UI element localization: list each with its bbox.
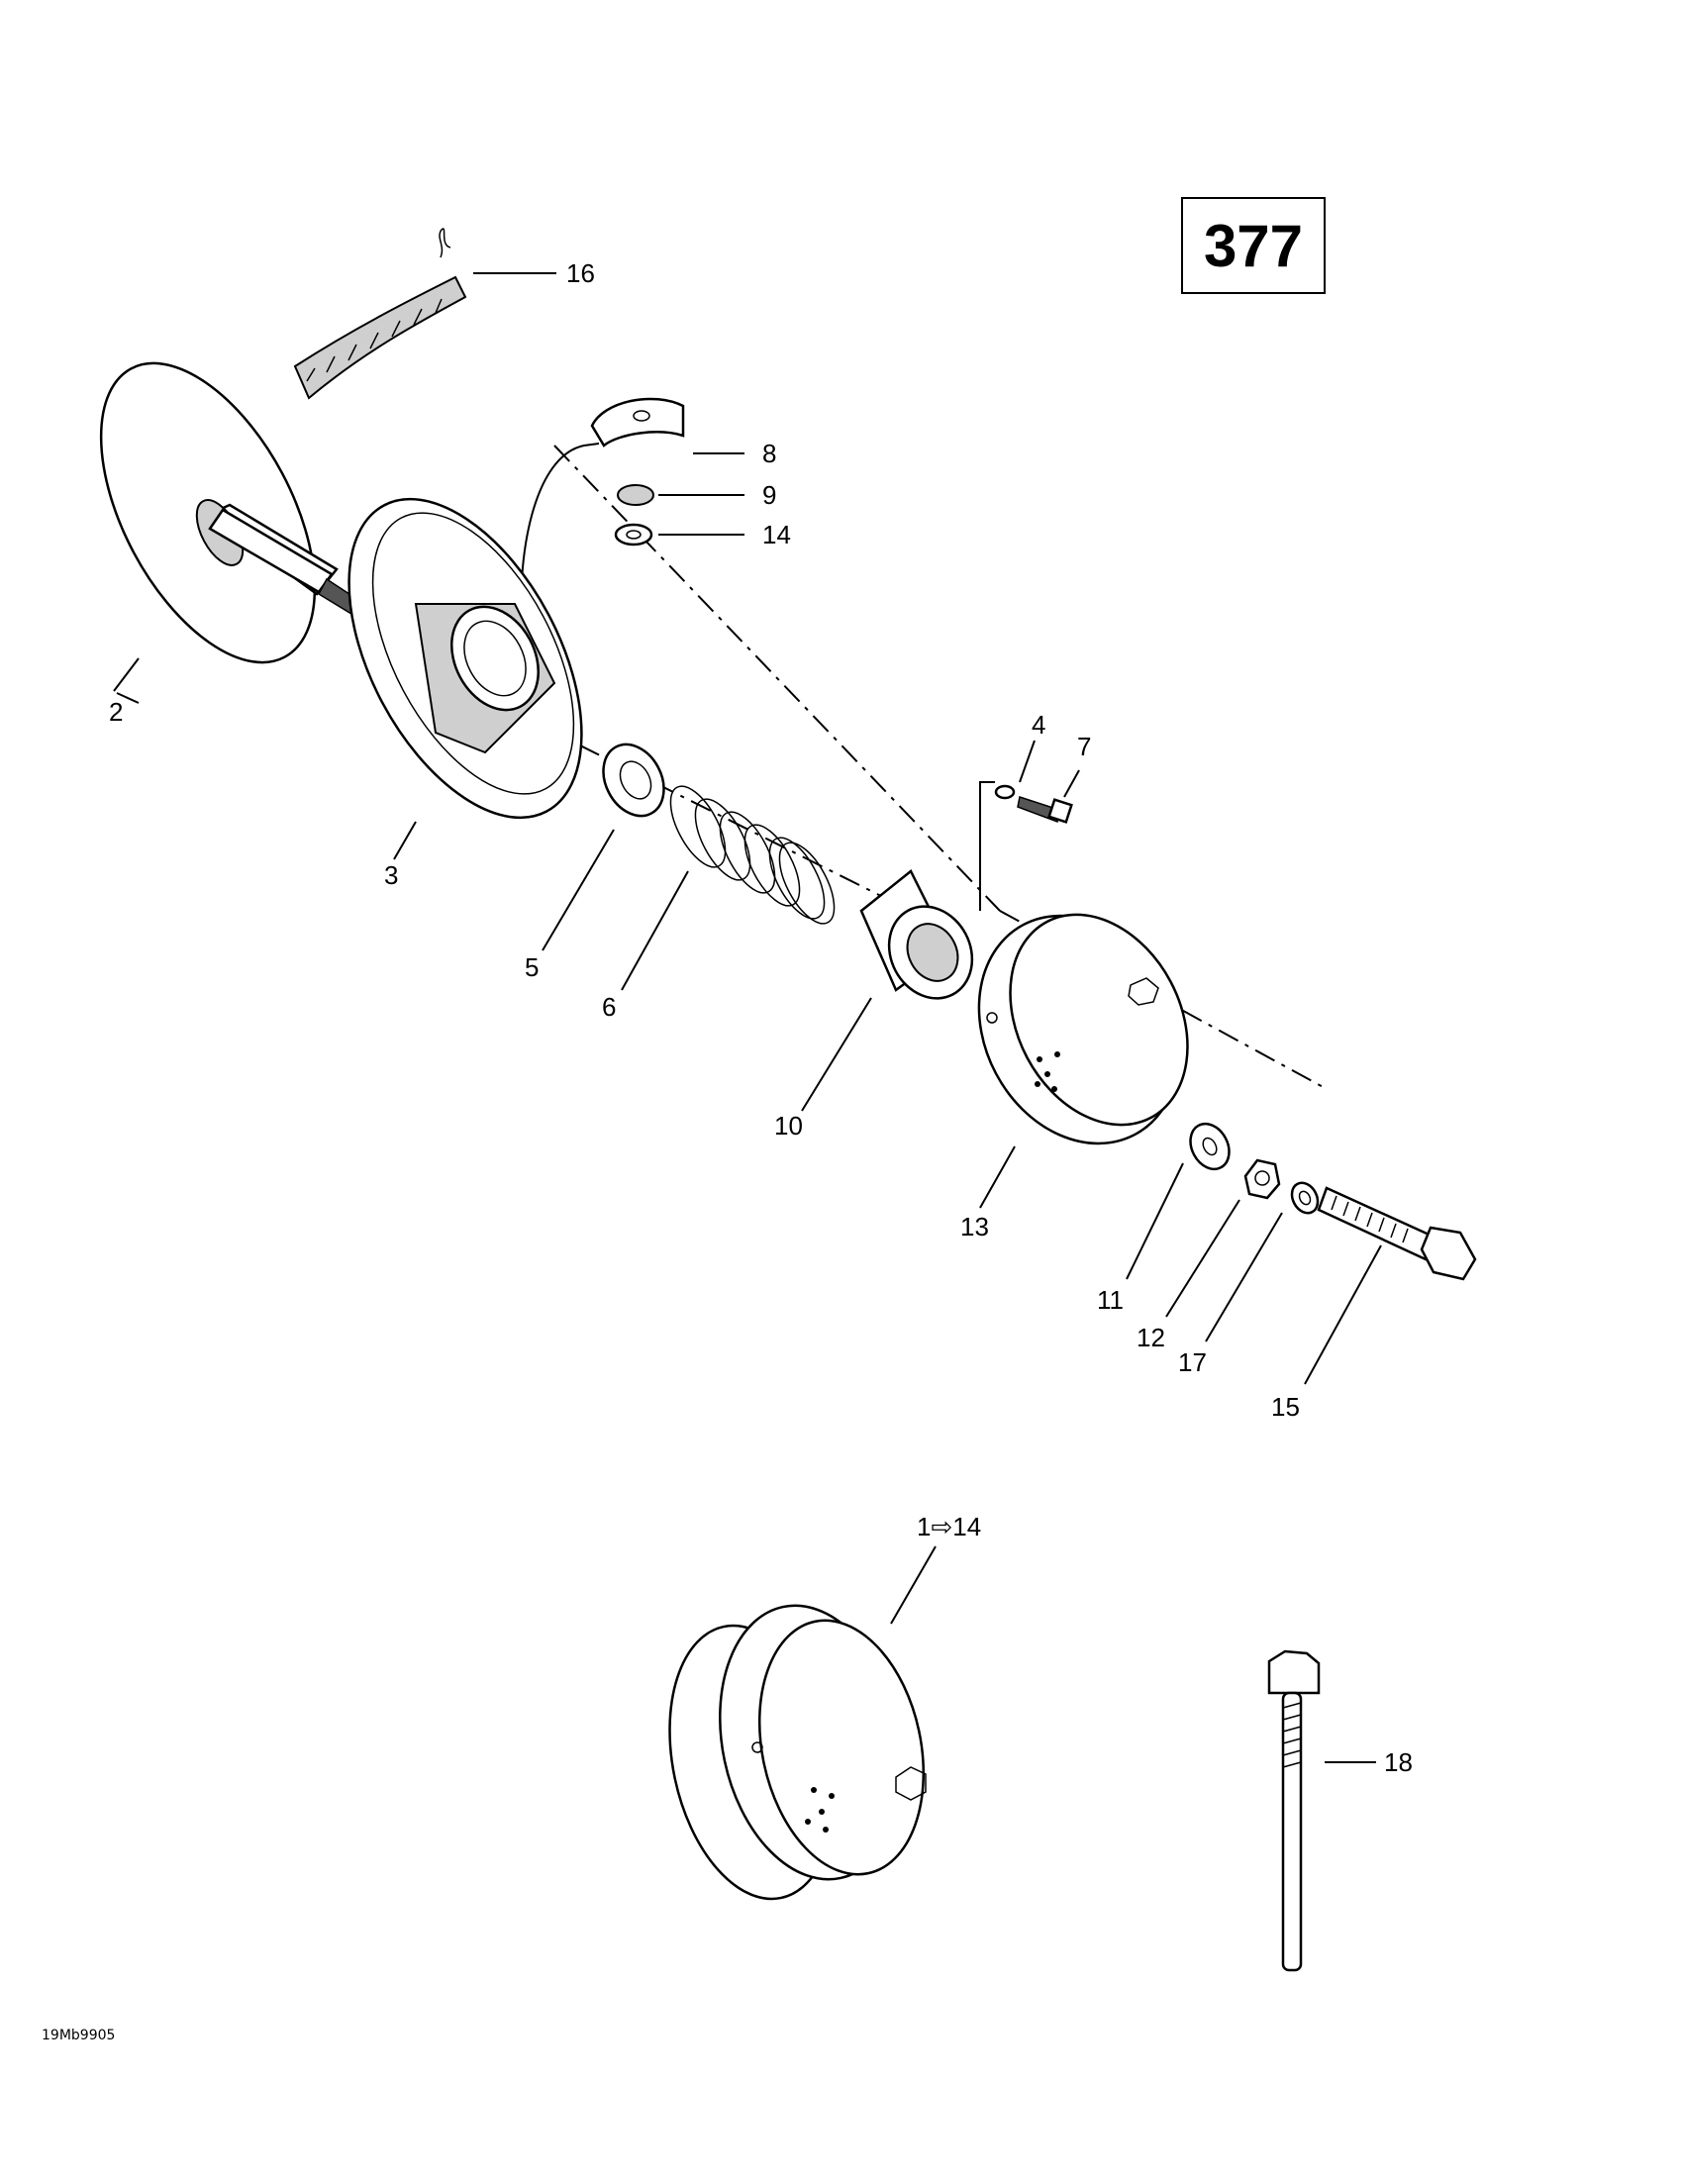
callout-13: 13 [960, 1212, 989, 1241]
callout-7: 7 [1077, 732, 1091, 761]
callout-11: 11 [1097, 1285, 1124, 1315]
part-17-washer [1290, 1181, 1320, 1215]
part-5-spring-seat [602, 743, 665, 818]
callout-18: 18 [1384, 1747, 1413, 1777]
part-2-fixed-half [99, 361, 359, 664]
page-number: 377 [1203, 212, 1304, 279]
part-6-spring [669, 785, 836, 925]
callout-17: 17 [1178, 1347, 1207, 1377]
callout-3: 3 [384, 860, 398, 890]
callout-4: 4 [1032, 710, 1045, 740]
guide-line-4-7 [979, 781, 995, 911]
assembly-1-to-14 [668, 1604, 927, 1901]
callout-15: 15 [1271, 1392, 1300, 1422]
part-8-roller-bracket [590, 397, 685, 447]
part-10-cam [859, 869, 974, 1000]
part-4-washer [994, 784, 1016, 800]
part-13-cover [977, 913, 1189, 1145]
part-7-screw [1017, 796, 1073, 824]
callout-9: 9 [762, 480, 776, 510]
callout-10: 10 [774, 1111, 803, 1141]
assembly-axis [355, 633, 951, 932]
callout-1-to-14: 1⇨14 [917, 1512, 981, 1541]
callout-6: 6 [602, 992, 616, 1022]
callout-2: 2 [109, 697, 123, 727]
callout-5: 5 [525, 952, 539, 982]
callout-14: 14 [762, 520, 791, 549]
part-14-washer [614, 523, 653, 546]
assembly-axis-upper [553, 445, 1001, 912]
callout-8: 8 [762, 439, 776, 468]
part-3-sliding-half [347, 497, 583, 820]
part-15-bolt [1317, 1186, 1477, 1281]
part-12-nut [1243, 1158, 1281, 1200]
leader-lines [113, 272, 1382, 1763]
part-9-washer [617, 484, 654, 506]
part-18-bolt [1267, 1649, 1321, 1972]
drawing-code: 19Mb9905 [42, 2028, 115, 2043]
callout-16: 16 [566, 258, 595, 288]
part-16-slider-strip [293, 228, 467, 400]
callout-12: 12 [1137, 1323, 1165, 1352]
page-number-box: 377 [1181, 197, 1326, 294]
part-11-washer [1189, 1122, 1231, 1171]
